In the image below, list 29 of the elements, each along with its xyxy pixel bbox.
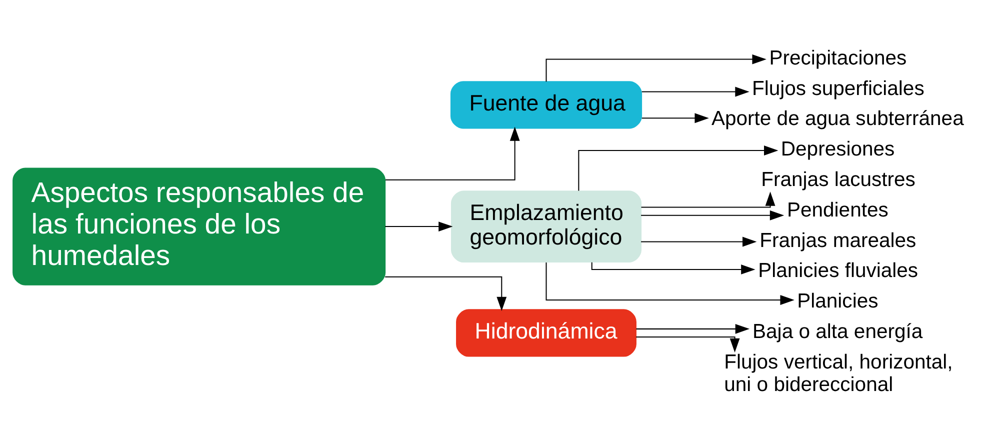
arrow xyxy=(384,221,452,232)
node-box: Aspectos responsables de las funciones de los humedales xyxy=(12,167,386,285)
arrow xyxy=(640,236,756,246)
arrow xyxy=(590,262,755,274)
arrow xyxy=(384,276,506,311)
node-text: Flujos vertical, horizontal, uni o bidereccional xyxy=(724,350,952,396)
node-text: Pendientes xyxy=(786,198,888,221)
node-text: Aporte de agua subterránea xyxy=(710,108,964,130)
arrow xyxy=(641,112,708,123)
node-text: Flujos superficiales xyxy=(752,77,924,100)
arrow xyxy=(640,191,775,208)
arrow xyxy=(641,86,749,96)
node-text: Planicies xyxy=(796,290,878,312)
arrow xyxy=(545,262,794,305)
arrow xyxy=(636,323,750,334)
arrow xyxy=(384,126,520,180)
arrow xyxy=(640,210,784,220)
arrow xyxy=(636,336,740,352)
node-text: Franjas mareales xyxy=(759,229,916,252)
arrow xyxy=(545,54,766,82)
node-text: Baja o alta energía xyxy=(752,320,922,343)
node-text: Planicies fluviales xyxy=(758,260,918,282)
node-box: Emplazamiento geomorfológico xyxy=(450,190,642,262)
node-text: Depresiones xyxy=(780,138,894,160)
arrow xyxy=(578,145,778,190)
node-box: Fuente de agua xyxy=(450,80,642,128)
node-text: Franjas lacustres xyxy=(760,168,915,191)
node-box: Hidrodinámica xyxy=(456,308,636,356)
node-text: Precipitaciones xyxy=(768,46,906,69)
